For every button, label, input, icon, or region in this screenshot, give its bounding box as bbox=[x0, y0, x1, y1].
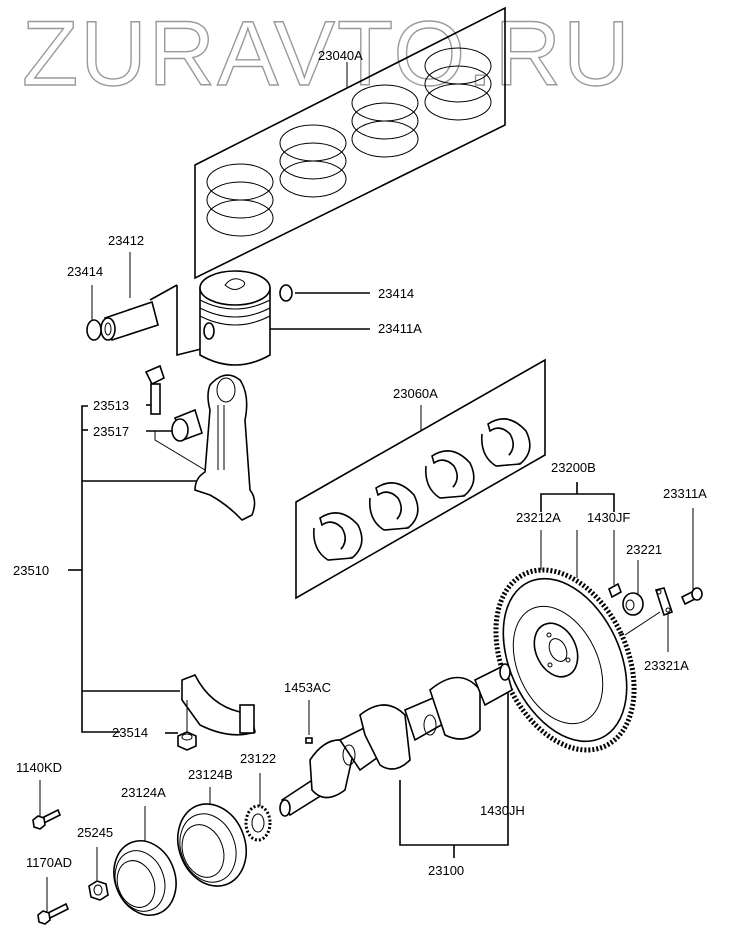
panel-outline bbox=[194, 6, 506, 280]
flywheel-assembly bbox=[493, 482, 703, 753]
damper-pulley-a-icon bbox=[113, 840, 177, 916]
label-23060a[interactable]: 23060A bbox=[393, 386, 438, 401]
label-1430jf[interactable]: 1430JF bbox=[587, 510, 630, 525]
label-23040a[interactable]: 23040A bbox=[318, 48, 363, 63]
label-23510[interactable]: 23510 bbox=[13, 563, 49, 578]
flywheel-bushing-icon bbox=[622, 592, 644, 616]
label-23414-left[interactable]: 23414 bbox=[67, 264, 103, 279]
watermark-text: ZURAVTO.RU bbox=[22, 3, 632, 105]
flywheel-pin-icon bbox=[608, 582, 622, 599]
label-23124b[interactable]: 23124B bbox=[188, 767, 233, 782]
crank-key-icon bbox=[305, 737, 313, 744]
piston-ring-group-1 bbox=[206, 163, 274, 237]
crank-sprocket-icon bbox=[244, 804, 272, 842]
crank-bearing-set-panel bbox=[295, 358, 546, 600]
label-25245[interactable]: 25245 bbox=[77, 825, 113, 840]
piston-ring-group-4 bbox=[424, 47, 492, 121]
label-1430jh[interactable]: 1430JH bbox=[480, 803, 525, 818]
conrod-cap-icon bbox=[181, 673, 256, 736]
label-23200b[interactable]: 23200B bbox=[551, 460, 596, 475]
damper-pulley-b-icon bbox=[177, 803, 247, 887]
label-1453ac[interactable]: 1453AC bbox=[284, 680, 331, 695]
label-23100[interactable]: 23100 bbox=[428, 863, 464, 878]
piston-pin-icon bbox=[100, 300, 159, 342]
label-23517[interactable]: 23517 bbox=[93, 424, 129, 439]
conrod-bolt-icon bbox=[144, 364, 165, 415]
label-23212a[interactable]: 23212A bbox=[516, 510, 561, 525]
label-23411a[interactable]: 23411A bbox=[378, 321, 422, 336]
label-23412[interactable]: 23412 bbox=[108, 233, 144, 248]
label-23124a[interactable]: 23124A bbox=[121, 785, 166, 800]
conrod-icon bbox=[194, 374, 256, 521]
label-23122[interactable]: 23122 bbox=[240, 751, 276, 766]
label-23321a[interactable]: 23321A bbox=[644, 658, 689, 673]
bearing-shell-1 bbox=[312, 512, 363, 561]
flywheel-bolt-icon bbox=[680, 587, 703, 606]
bearing-shell-2 bbox=[368, 482, 419, 531]
bearing-shell-3 bbox=[424, 450, 475, 499]
crankshaft-assembly bbox=[279, 663, 513, 858]
flywheel-plate-icon bbox=[654, 587, 674, 617]
label-23311a[interactable]: 23311A bbox=[663, 486, 707, 501]
conrod-nut-icon bbox=[177, 731, 197, 751]
piston-icon bbox=[199, 270, 271, 366]
label-23414-right[interactable]: 23414 bbox=[378, 286, 414, 301]
flywheel-icon bbox=[493, 567, 637, 753]
bolt-1140kd-icon bbox=[32, 808, 62, 830]
front-pulley-assembly bbox=[32, 773, 272, 925]
label-1170ad[interactable]: 1170AD bbox=[26, 855, 72, 870]
conrod-bushing-icon bbox=[171, 408, 203, 442]
connecting-rod-assembly bbox=[68, 364, 256, 751]
snap-ring-left-icon bbox=[86, 319, 102, 341]
piston-ring-set-panel bbox=[194, 6, 506, 280]
label-1140kd[interactable]: 1140KD bbox=[16, 760, 62, 775]
label-23514[interactable]: 23514 bbox=[112, 725, 148, 740]
label-23513[interactable]: 23513 bbox=[93, 398, 129, 413]
panel-outline bbox=[295, 358, 546, 600]
piston-ring-group-2 bbox=[279, 124, 347, 198]
washer-25245-icon bbox=[88, 880, 109, 901]
bolt-1170ad-icon bbox=[37, 902, 70, 925]
snap-ring-right-icon bbox=[279, 284, 293, 302]
crankshaft-icon bbox=[279, 663, 513, 817]
label-23221[interactable]: 23221 bbox=[626, 542, 662, 557]
piston-ring-group-3 bbox=[351, 84, 419, 158]
bearing-shell-4 bbox=[480, 418, 531, 467]
piston-pin-assembly bbox=[86, 252, 370, 366]
